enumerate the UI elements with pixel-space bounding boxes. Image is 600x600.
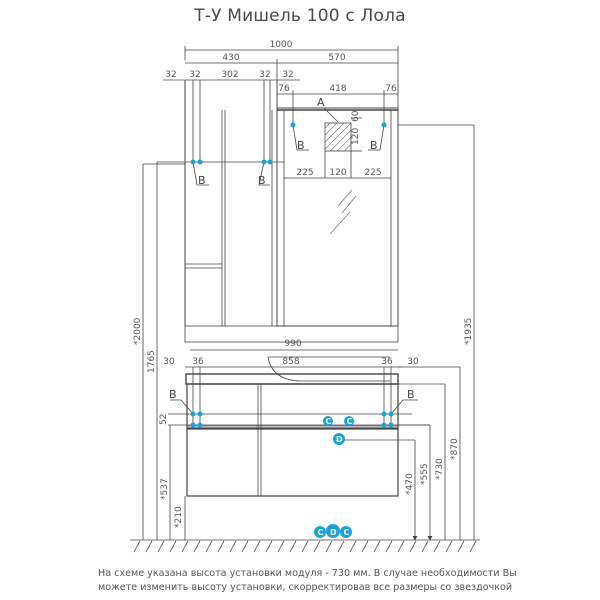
svg-text:*1935: *1935 [464, 318, 474, 345]
svg-text:52: 52 [159, 414, 169, 425]
mount-points [190, 122, 394, 428]
svg-text:30: 30 [407, 357, 419, 367]
drawing-title: Т-У Мишель 100 с Лола [194, 6, 406, 26]
socket-label: A [317, 96, 325, 109]
svg-text:32: 32 [282, 70, 293, 80]
svg-text:430: 430 [222, 53, 239, 63]
note-line-1: На схеме указана высота установки модуля… [98, 568, 517, 579]
svg-text:1765: 1765 [147, 350, 157, 373]
svg-text:B: B [407, 388, 415, 401]
svg-text:*555: *555 [420, 463, 430, 485]
svg-text:*2000: *2000 [133, 317, 143, 345]
svg-text:*210: *210 [174, 506, 184, 528]
svg-text:B: B [169, 388, 177, 401]
svg-text:C: C [318, 528, 324, 537]
svg-text:302: 302 [221, 70, 238, 80]
svg-text:120: 120 [329, 168, 346, 178]
svg-text:32: 32 [259, 70, 270, 80]
svg-text:225: 225 [296, 168, 313, 178]
svg-text:C: C [347, 417, 353, 426]
svg-text:B: B [198, 174, 206, 187]
svg-text:30: 30 [163, 357, 175, 367]
installation-note: На схеме указана высота установки модуля… [98, 567, 518, 595]
svg-text:32: 32 [165, 70, 176, 80]
svg-text:D: D [330, 528, 337, 537]
svg-text:D: D [336, 435, 343, 444]
note-line-2: можете изменить высоту установки, скорре… [98, 582, 513, 593]
svg-text:*730: *730 [435, 458, 445, 480]
svg-text:1000: 1000 [270, 40, 293, 50]
svg-text:120: 120 [351, 128, 361, 145]
svg-text:36: 36 [381, 357, 393, 367]
svg-text:B: B [297, 139, 305, 152]
svg-text:76: 76 [385, 84, 397, 94]
svg-text:418: 418 [329, 84, 346, 94]
svg-text:225: 225 [364, 168, 381, 178]
svg-text:60: 60 [351, 110, 361, 122]
svg-text:36: 36 [192, 357, 204, 367]
svg-text:76: 76 [278, 84, 290, 94]
svg-text:570: 570 [328, 53, 345, 63]
svg-text:*537: *537 [160, 478, 170, 500]
svg-text:32: 32 [189, 70, 200, 80]
svg-text:C: C [326, 417, 332, 426]
svg-text:858: 858 [282, 357, 299, 367]
svg-text:990: 990 [284, 339, 301, 349]
svg-text:*470: *470 [405, 473, 415, 495]
svg-text:C: C [344, 528, 350, 537]
svg-text:B: B [370, 139, 378, 152]
svg-text:*870: *870 [450, 438, 460, 460]
water-drain-markers: C C D C D C [314, 416, 354, 538]
svg-text:B: B [258, 174, 266, 187]
